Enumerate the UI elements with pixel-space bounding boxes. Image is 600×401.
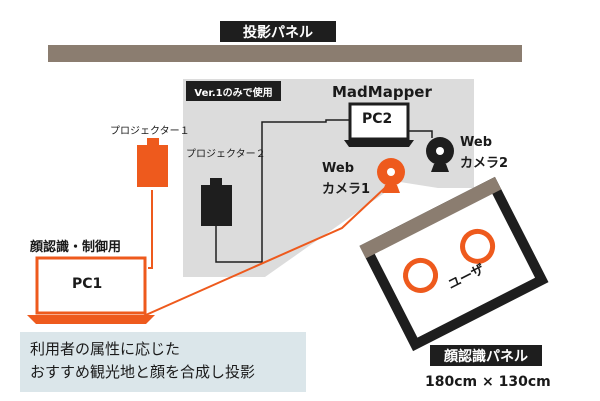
projection-panel-bar bbox=[48, 45, 522, 62]
webcam2-label-line1: Web bbox=[460, 135, 492, 150]
projection-panel-label: 投影パネル bbox=[220, 21, 336, 42]
cable-pc1-projector1 bbox=[148, 190, 153, 269]
projector1-body bbox=[137, 145, 168, 187]
projector1-lens bbox=[147, 138, 159, 146]
caption-line-2: おすすめ観光地と顔を合成し投影 bbox=[30, 363, 256, 381]
madmapper-label: MadMapper bbox=[332, 83, 432, 101]
pc2-label: PC2 bbox=[362, 111, 393, 127]
pc1-label: PC1 bbox=[72, 276, 103, 292]
pc1-screen bbox=[35, 256, 147, 315]
cable-pc2-projector2 bbox=[215, 119, 350, 263]
face-recognition-panel bbox=[359, 176, 549, 352]
webcam1-lens bbox=[387, 168, 395, 176]
face-marker-right bbox=[460, 228, 496, 264]
pc1-base bbox=[27, 315, 155, 324]
projector1-label: プロジェクター１ bbox=[110, 126, 190, 137]
caption-line-1: 利用者の属性に応じた bbox=[30, 340, 181, 358]
webcam2-stand bbox=[431, 164, 449, 172]
face-marker-left bbox=[403, 257, 439, 293]
webcam2-label-line2: カメラ2 bbox=[460, 156, 509, 171]
pc2-base bbox=[344, 140, 414, 147]
pc1-role-label: 顔認識・制御用 bbox=[30, 240, 122, 255]
cable-pc2-webcam2 bbox=[408, 130, 433, 138]
version-note-tag: Ver.1のみで使用 bbox=[186, 81, 281, 101]
face-panel-label: 顔認識パネル bbox=[430, 345, 542, 366]
projector2-body bbox=[201, 185, 232, 226]
pc2-screen bbox=[348, 102, 410, 141]
face-panel-top-strip bbox=[359, 176, 502, 259]
caption-box: 利用者の属性に応じた おすすめ観光地と顔を合成し投影 bbox=[20, 332, 306, 392]
webcam1-label-line2: カメラ1 bbox=[322, 182, 371, 197]
projector2-label: プロジェクター２ bbox=[186, 149, 266, 160]
webcam1-stand bbox=[382, 185, 400, 193]
webcam1-label-line1: Web bbox=[322, 161, 354, 176]
webcam2-lens bbox=[436, 147, 444, 155]
face-panel-size: 180cm × 130cm bbox=[425, 374, 551, 390]
projector2-lens bbox=[210, 178, 222, 186]
